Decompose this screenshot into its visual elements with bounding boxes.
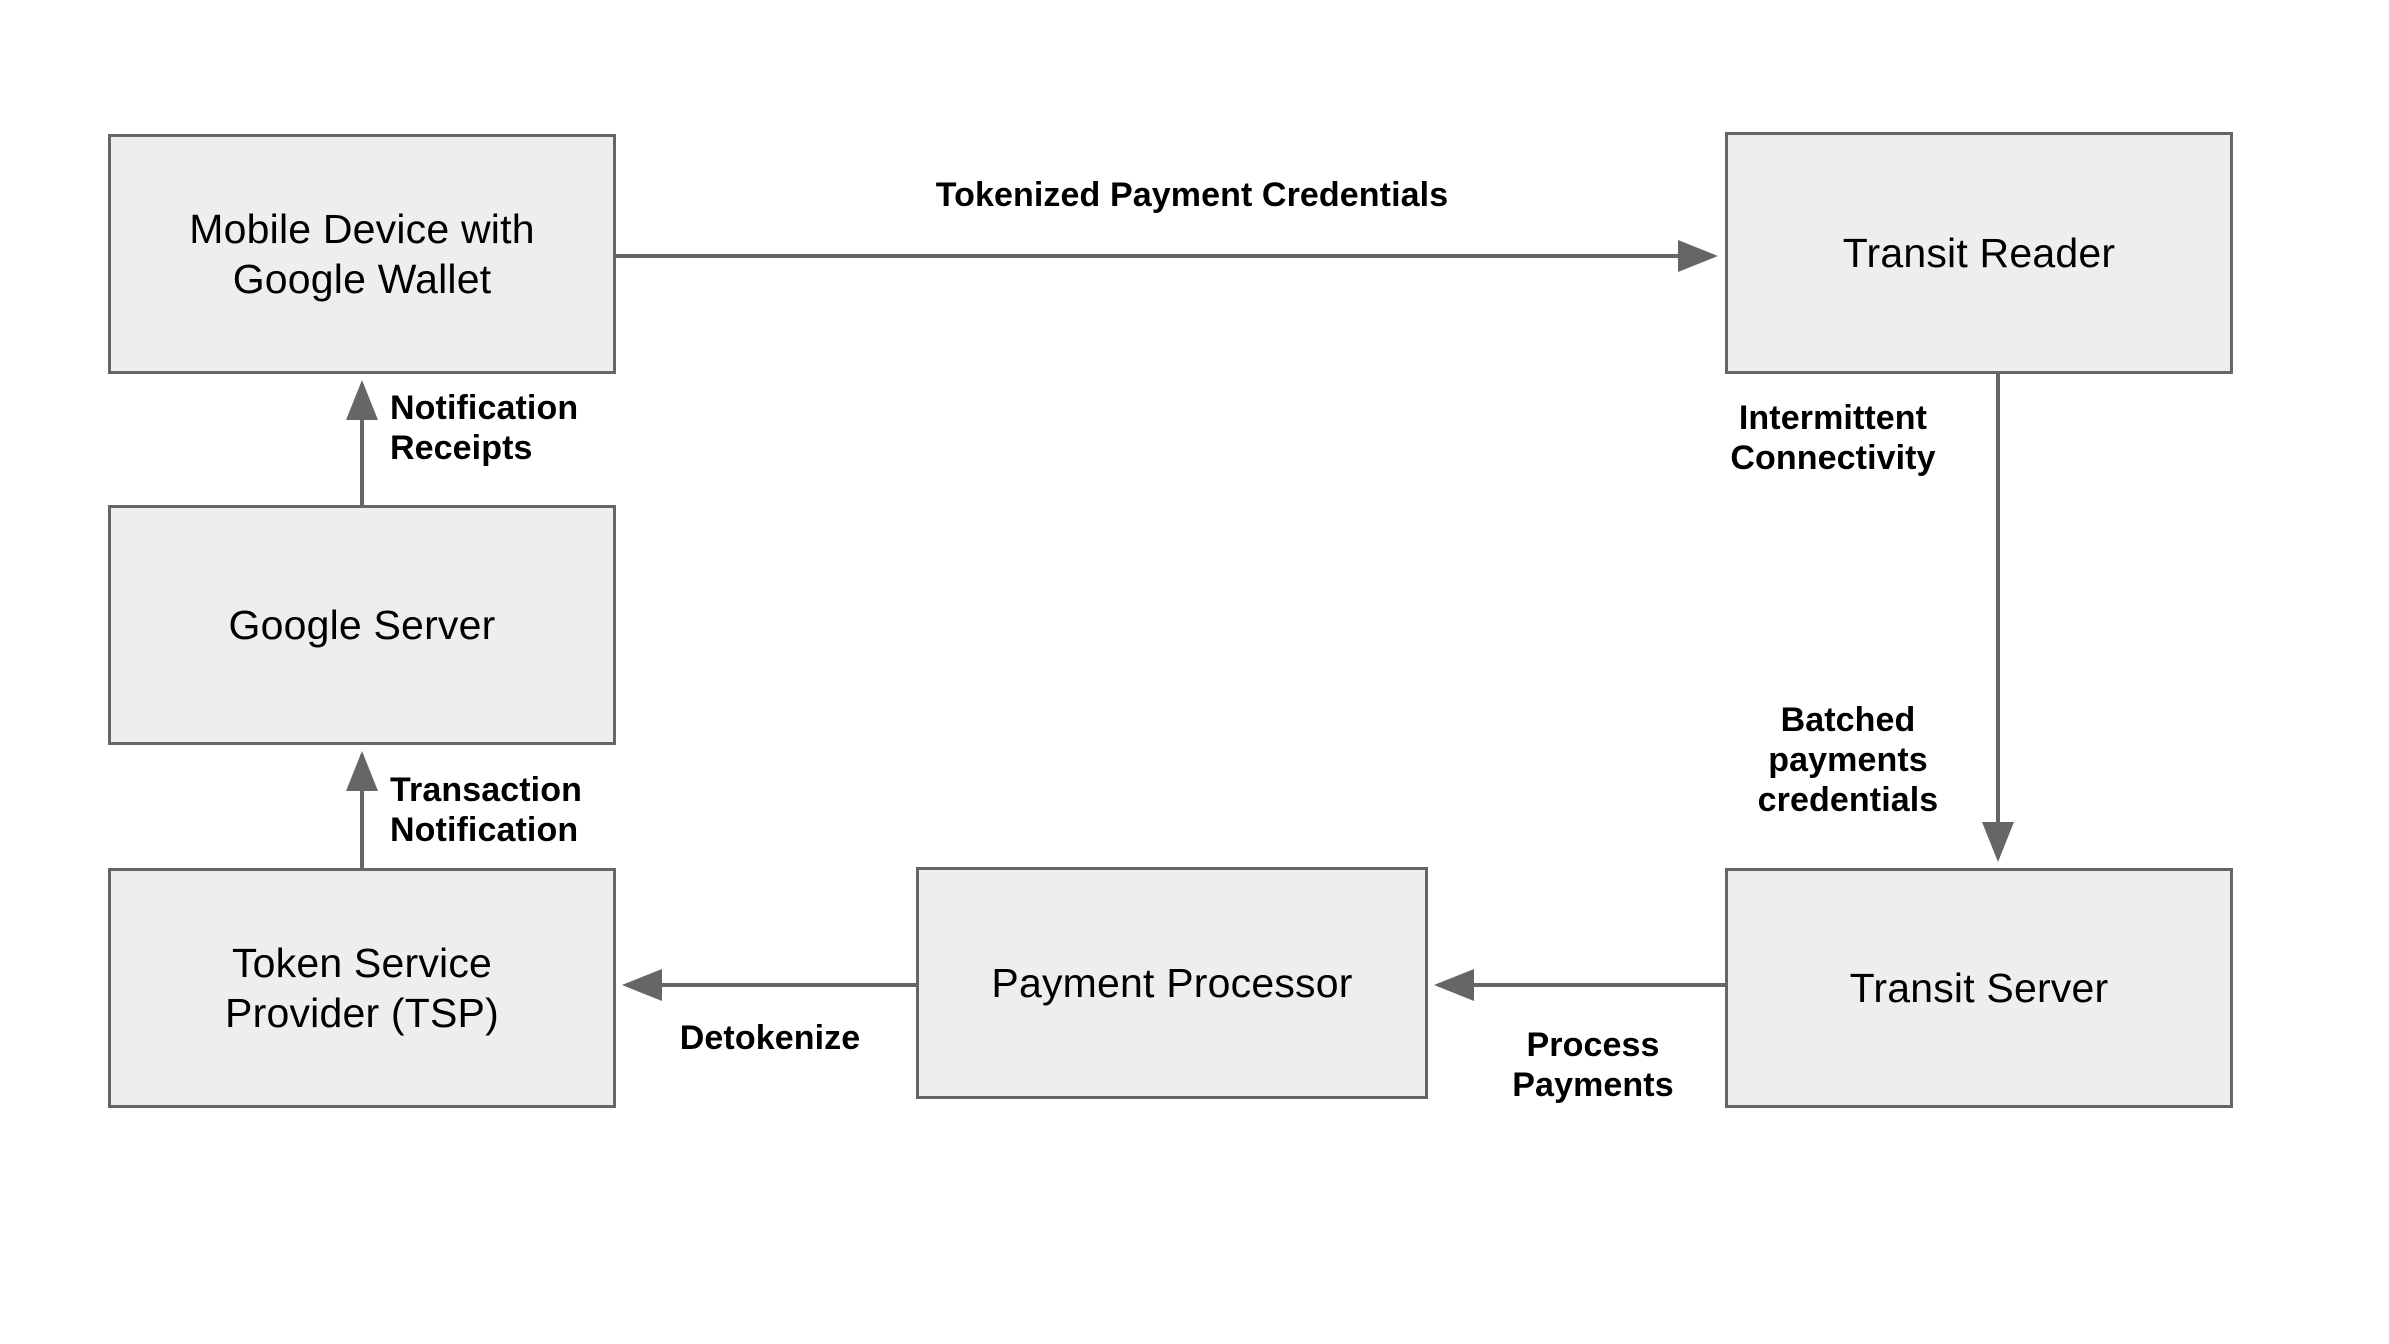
- node-payment-processor[interactable]: Payment Processor: [916, 867, 1428, 1099]
- node-transit-reader[interactable]: Transit Reader: [1725, 132, 2233, 374]
- edge-label-transaction-notification: Transaction Notification: [390, 771, 582, 850]
- edge-label-process-payments: Process Payments: [1512, 1026, 1674, 1105]
- node-mobile-device[interactable]: Mobile Device with Google Wallet: [108, 134, 616, 374]
- node-google-server[interactable]: Google Server: [108, 505, 616, 745]
- edge-label-batched-payments-credentials: Batched payments credentials: [1757, 701, 1939, 820]
- edge-label-detokenize: Detokenize: [679, 1019, 861, 1057]
- edge-label-notification-receipts: Notification Receipts: [390, 389, 579, 468]
- node-token-service-provider[interactable]: Token Service Provider (TSP): [108, 868, 616, 1108]
- edge-label-tokenized-payment-credentials: Tokenized Payment Credentials: [935, 176, 1449, 214]
- edge-label-intermittent-connectivity: Intermittent Connectivity: [1730, 399, 1936, 478]
- node-transit-server[interactable]: Transit Server: [1725, 868, 2233, 1108]
